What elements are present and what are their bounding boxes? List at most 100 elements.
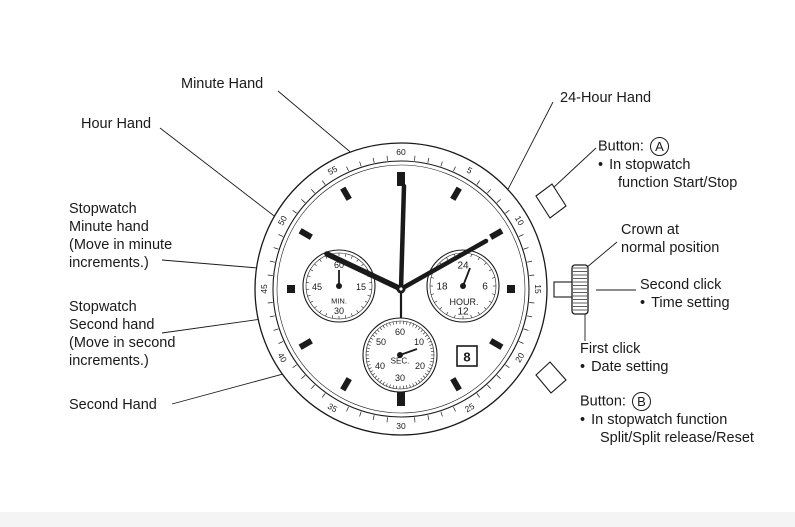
label-second-hand: Second Hand: [69, 397, 157, 413]
subdial-hour-tick: [470, 314, 472, 318]
subdial-second-tick: [392, 321, 394, 325]
bezel-tick: [386, 155, 388, 161]
subdial-second-tick: [382, 325, 385, 329]
label-crown: Crown at normal position: [621, 221, 719, 257]
label-hour-hand: Hour Hand: [81, 116, 152, 132]
subdial-second-tick: [385, 323, 388, 327]
subdial-second-tick: [412, 323, 415, 327]
subdial-second-tick: [374, 375, 378, 378]
subdial-second-tick: [422, 375, 426, 378]
hour-marker: [298, 338, 313, 350]
subdial-second-tick: [385, 383, 388, 387]
bezel-tick: [301, 375, 306, 379]
bezel-tick: [453, 406, 456, 412]
subdial-second-tick: [374, 332, 378, 335]
bezel-tick: [273, 247, 279, 250]
subdial-second-tick: [367, 344, 371, 346]
bezel-tick: [518, 234, 524, 237]
bezel-tick: [505, 364, 510, 369]
bezel-tick: [359, 161, 362, 167]
bezel-number: 45: [259, 284, 269, 294]
bezel-number: 5: [465, 165, 474, 176]
label-24-hour-hand: 24-Hour Hand: [560, 90, 652, 106]
subdial-second-tick: [428, 367, 432, 370]
bezel-number: 25: [463, 401, 476, 415]
subdial-second-tick: [368, 367, 372, 370]
bezel-tick: [414, 417, 416, 423]
hand-24-hour: [462, 267, 471, 287]
subdial-second-tick: [372, 372, 376, 376]
stopwatch-second-pivot: [397, 352, 403, 358]
subdial-minute-tick: [344, 253, 347, 257]
button-b-line-2: Split/Split release/Reset: [600, 430, 754, 446]
bezel-tick: [269, 315, 275, 318]
subdial-second-number: 10: [414, 337, 424, 347]
bezel-tick: [529, 274, 535, 276]
leader-button-a: [552, 147, 597, 189]
sw-second-line-2: Second hand: [69, 317, 155, 333]
subdial-second-tick: [379, 327, 383, 331]
bezel-tick: [273, 328, 279, 331]
subdial-minute-tick: [356, 259, 359, 262]
minute-hand: [398, 183, 407, 292]
subdial-second-tick: [366, 347, 370, 349]
second-click-line: Time setting: [651, 295, 730, 311]
subdial-hour-tick: [488, 300, 492, 303]
subdial-second-tick: [367, 364, 371, 366]
subdial-hour-tick: [477, 311, 480, 315]
button-b-letter: B: [631, 392, 651, 411]
stopwatch-second-hand: [399, 348, 418, 356]
subdial-second-tick: [422, 332, 426, 335]
sw-minute-line-3: (Move in minute: [69, 237, 173, 253]
bezel-tick: [476, 393, 481, 398]
subdial-second-tick: [426, 337, 430, 340]
bezel-tick: [278, 341, 284, 344]
subdial-minute-number: 30: [334, 306, 344, 316]
subdial-minute-tick: [350, 313, 353, 317]
subdial-second-tick: [412, 383, 415, 387]
subdial-second-tick: [417, 327, 421, 331]
subdial-second-tick: [382, 381, 385, 385]
bezel-tick: [476, 180, 481, 185]
subdial-second-number: 50: [376, 337, 386, 347]
subdial-minute-tick: [356, 310, 359, 313]
bezel-tick: [346, 166, 349, 172]
bezel-tick: [487, 384, 491, 389]
bezel-tick: [386, 417, 388, 423]
subdial-hour-number: 12: [457, 307, 469, 318]
subdial-second-tick: [409, 384, 411, 388]
bezel-number: 10: [513, 214, 527, 227]
subdial-second-tick: [424, 334, 428, 338]
bezel-tick: [505, 209, 510, 214]
subdial-second-tick: [370, 337, 374, 340]
bezel-tick: [427, 157, 430, 163]
bezel-tick: [311, 384, 315, 389]
hour-marker: [340, 377, 352, 392]
subdial-second-tick: [370, 370, 374, 373]
hour-hand-right: [398, 238, 489, 292]
bezel-number: 50: [276, 214, 290, 227]
subdial-second-tick: [409, 322, 411, 326]
subdial-minute-tick: [367, 294, 371, 297]
button-a-line-1: In stopwatch: [609, 157, 691, 173]
bullet-icon: •: [580, 412, 586, 428]
hour-marker: [450, 377, 462, 392]
bezel-number: 15: [533, 284, 543, 294]
first-click-line: Date setting: [591, 359, 669, 375]
bezel-number: 55: [326, 164, 339, 178]
subdial-hour-tick: [454, 314, 456, 318]
bullet-icon: •: [640, 295, 646, 311]
bezel-number: 35: [326, 401, 339, 415]
bezel-tick: [292, 364, 297, 369]
subdial-second-tick: [406, 385, 408, 389]
subdial-second-tick: [424, 372, 428, 376]
bezel-tick: [496, 199, 501, 203]
subdial-minute-tick: [344, 315, 347, 319]
center-pivot-cap: [399, 287, 403, 291]
subdial-hour-tick: [477, 257, 480, 261]
subdial-second-tick: [389, 384, 391, 388]
subdial-minute-number: 60: [334, 260, 344, 270]
subdial-second-number: 40: [375, 361, 385, 371]
crown-stem: [553, 281, 575, 298]
